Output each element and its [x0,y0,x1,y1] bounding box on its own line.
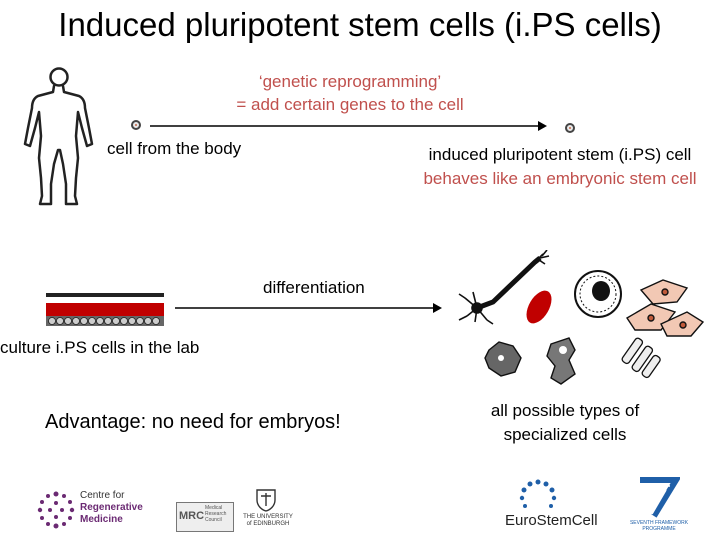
fp7-line1: SEVENTH FRAMEWORK [629,520,689,526]
fp7-seven-icon [640,477,680,518]
crm-line2: Regenerative [80,502,143,513]
mrc-sub3: Council [205,517,222,523]
cell-from-body-label: cell from the body [107,139,242,158]
page-title: Induced pluripotent stem cells (i.PS cel… [58,6,662,43]
skin-cells-icon [626,279,705,337]
fp7-logo: SEVENTH FRAMEWORK PROGRAMME [624,476,694,534]
fat-cell-icon [574,270,622,318]
culture-label: culture i.PS cells in the lab [0,338,200,357]
immune-cell-icon [484,341,522,377]
eurostemcell-text: EuroStemCell [505,512,598,529]
crm-line3: Medicine [80,514,123,525]
reprogramming-description: = add certain genes to the cell [236,95,464,114]
human-body-icon [23,67,94,206]
crm-dots-icon [37,491,75,529]
specialized-cells-illustration [458,250,705,385]
differentiation-arrow [175,303,442,313]
advantage-text: Advantage: no need for embryos! [45,411,341,433]
eurostemcell-dots-icon [519,479,557,508]
reprogramming-label: ‘genetic reprogramming’ [258,72,442,91]
ips-cell-label: induced pluripotent stem (i.PS) cell [428,145,692,164]
ips-cell-behaviour: behaves like an embryonic stem cell [423,169,697,188]
crm-logo: Centre for Regenerative Medicine [36,488,166,532]
eurostemcell-logo: EuroStemCell [505,478,605,534]
crm-line1: Centre for [80,490,125,501]
edinburgh-line1: THE UNIVERSITY [243,514,293,520]
edinburgh-logo: THE UNIVERSITY of EDINBURGH [233,488,303,532]
differentiation-label: differentiation [263,278,365,297]
fp7-line2: PROGRAMME [642,526,676,532]
ips-cell-icon [565,123,575,133]
muscle-cells-icon [621,337,661,379]
specialized-cells-label-line1: all possible types of [490,401,640,420]
edinburgh-line2: of EDINBURGH [246,521,290,527]
specialized-cells-label-line2: specialized cells [503,425,627,444]
culture-dish-icon [46,293,164,326]
university-crest-icon [256,489,276,512]
mrc-logo: MRC Medical Research Council [176,502,234,532]
mrc-main: MRC [179,510,205,522]
body-cell-icon [131,120,141,130]
neuron-icon [458,250,550,325]
mrc-sub1: Medical [205,505,223,511]
red-blood-cell-icon [526,290,552,324]
reprogramming-arrow [150,121,547,131]
mrc-sub2: Research [205,511,227,517]
bone-cell-icon [546,337,576,385]
